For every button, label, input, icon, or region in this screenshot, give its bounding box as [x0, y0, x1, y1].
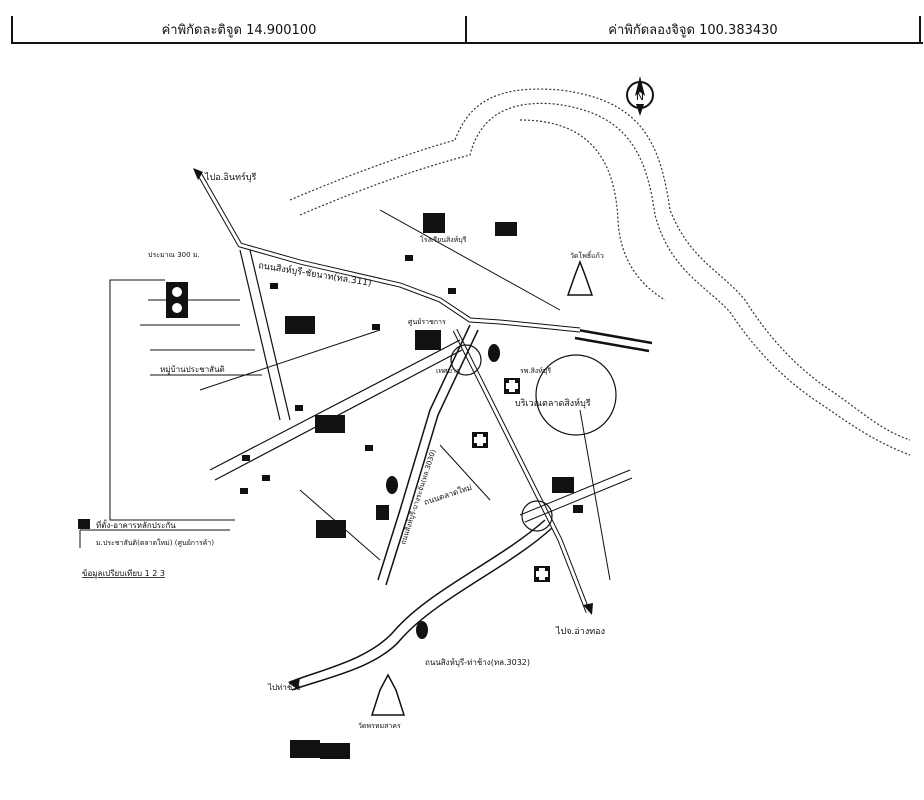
label-to-inburi: ไปอ.อินทร์บุรี [204, 171, 257, 183]
label-center: ศูนย์ราชการ [408, 318, 446, 326]
building-icons [285, 213, 517, 759]
label-municipality: เทศบาล [436, 367, 460, 375]
legend-connector [79, 279, 235, 548]
roundabouts [450, 344, 617, 532]
coordinate-bar: ค่าพิกัดละติจูด 14.900100 ค่าพิกัดลองจิจ… [11, 16, 921, 42]
house-icons [240, 255, 456, 494]
legend-swatch-icon [78, 519, 90, 529]
school-icon [320, 743, 350, 759]
legend-info-label: ข้อมูลเปรียบเทียบ 1 2 3 [82, 569, 165, 579]
school-icon [315, 415, 345, 433]
label-to-angthong: ไปจ.อ่างทอง [555, 626, 605, 637]
label-village: หมู่บ้านประชาสันติ [160, 365, 225, 375]
school-icon [316, 520, 346, 538]
bridge [574, 328, 653, 353]
hospital-icons [472, 378, 550, 582]
latitude-label: ค่าพิกัดละติจูด 14.900100 [161, 22, 317, 38]
label-to-thachang: ไปท่าช้าง [267, 683, 301, 692]
longitude-label: ค่าพิกัดลองจิจูด 100.383430 [608, 22, 778, 38]
north-arrow-icon: N [626, 76, 654, 116]
river [289, 88, 911, 456]
school-icon [290, 740, 320, 758]
label-temple-right: วัดโพธิ์แก้ว [570, 250, 604, 260]
building-icon [415, 330, 441, 350]
longitude-cell: ค่าพิกัดลองจิจูด 100.383430 [465, 16, 921, 42]
landmark-icons [376, 344, 583, 639]
label-market: บริเวณตลาดสิงห์บุรี [515, 397, 591, 409]
label-distance: ประมาณ 300 ม. [148, 251, 200, 259]
label-school-stamp: โรงเรียนสิงห์บุรี [420, 235, 467, 244]
target-property-icon [166, 282, 188, 318]
legend-description: ม.ประชาสันติ(ตลาดใหม่) (ศูนย์การค้า) [96, 538, 214, 547]
building-icon [495, 222, 517, 236]
school-icon [423, 213, 445, 233]
label-temple-bottom: วัดพรหมสาคร [358, 722, 401, 730]
coordinate-bar-underline [11, 42, 923, 44]
road-network [140, 173, 633, 691]
latitude-cell: ค่าพิกัดละติจูด 14.900100 [11, 16, 465, 42]
label-road-3032: ถนนสิงห์บุรี-ท่าช้าง(ทล.3032) [425, 657, 530, 667]
direction-arrow-icons [193, 168, 593, 690]
label-road-new: ถนนตลาดใหม่ [423, 483, 473, 507]
school-icon [285, 316, 315, 334]
label-hospital: รพ.สิงห์บุรี [520, 367, 551, 375]
north-label: N [636, 90, 644, 103]
legend-title: ที่ตั้ง-อาคารหลักประกัน [96, 519, 176, 530]
temple-icon [370, 259, 594, 716]
